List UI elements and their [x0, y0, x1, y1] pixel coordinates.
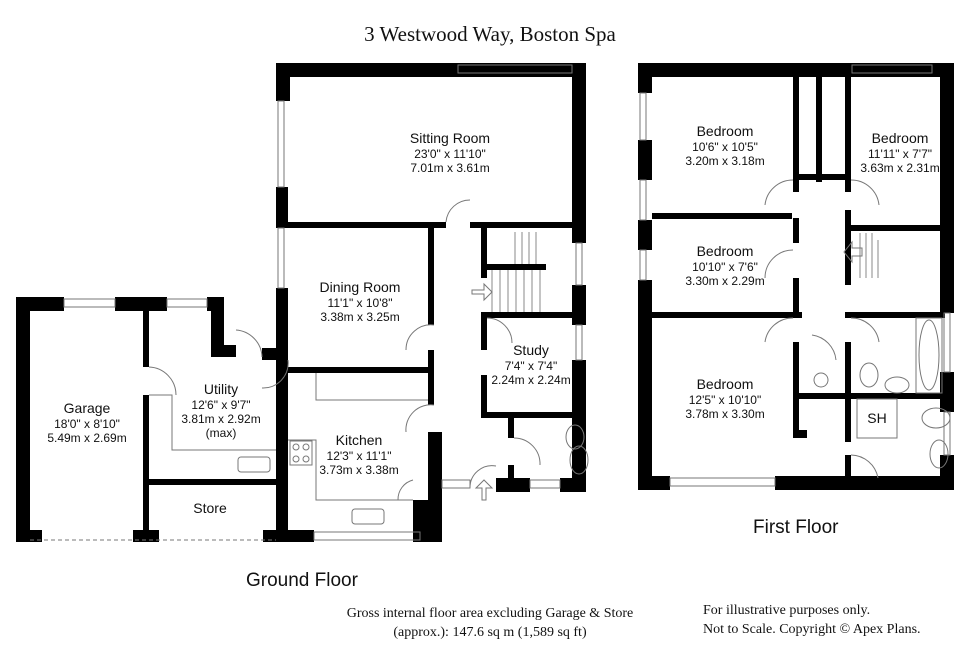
room-imperial: 10'6" x 10'5" — [692, 139, 758, 154]
room-name: Dining Room — [319, 279, 401, 295]
room-name: Bedroom — [696, 243, 754, 259]
room-metric: 3.81m x 2.92m — [181, 411, 261, 426]
room-dining-room: Dining Room 11'1" x 10'8" 3.38m x 3.25m — [290, 279, 430, 324]
room-metric: 5.49m x 2.69m — [47, 430, 127, 445]
room-imperial: 23'0" x 11'10" — [414, 146, 486, 161]
room-metric: 3.38m x 3.25m — [320, 309, 400, 324]
room-kitchen: Kitchen 12'3" x 11'1" 3.73m x 3.38m — [300, 432, 418, 477]
area-line-2: (approx.): 147.6 sq m (1,589 sq ft) — [393, 624, 587, 640]
room-name: Garage — [63, 400, 111, 416]
first-floor-walls — [638, 63, 954, 490]
room-name: Bedroom — [871, 130, 929, 146]
plan-title: 3 Westwood Way, Boston Spa — [364, 22, 616, 46]
disclaimer: For illustrative purposes only. Not to S… — [703, 602, 973, 640]
room-utility: Utility 12'6" x 9'7" 3.81m x 2.92m (max) — [166, 381, 276, 440]
room-name: Bedroom — [696, 376, 754, 392]
room-imperial: 18'0" x 8'10" — [54, 416, 120, 431]
room-imperial: 12'5" x 10'10" — [688, 392, 762, 407]
room-store: Store — [160, 500, 260, 517]
room-name: Study — [513, 342, 549, 358]
room-note: (max) — [205, 425, 237, 440]
room-imperial: 12'6" x 9'7" — [191, 397, 251, 412]
disclaimer-line-1: For illustrative purposes only. — [703, 603, 871, 618]
room-metric: 3.20m x 3.18m — [685, 153, 765, 168]
room-imperial: 11'1" x 10'8" — [327, 295, 393, 310]
room-bedroom-2: Bedroom 11'11" x 7'7" 3.63m x 2.31m — [852, 130, 948, 175]
first-floor-label: First Floor — [753, 517, 839, 538]
room-imperial: 12'3" x 11'1" — [326, 448, 392, 463]
area-line-1: Gross internal floor area excluding Gara… — [346, 606, 634, 621]
floor-area-note: Gross internal floor area excluding Gara… — [330, 605, 650, 643]
ground-floor-label: Ground Floor — [246, 570, 358, 591]
disclaimer-line-2: Not to Scale. Copyright © Apex Plans. — [703, 621, 921, 637]
room-name: Kitchen — [335, 432, 383, 448]
room-metric: 3.78m x 3.30m — [685, 406, 765, 421]
room-name: Sitting Room — [409, 130, 491, 146]
room-bedroom-4: Bedroom 12'5" x 10'10" 3.78m x 3.30m — [660, 376, 790, 421]
room-name: Store — [193, 500, 227, 516]
room-name: Bedroom — [696, 123, 754, 139]
room-garage: Garage 18'0" x 8'10" 5.49m x 2.69m — [32, 400, 142, 445]
room-metric: 3.73m x 3.38m — [319, 462, 399, 477]
room-imperial: 10'10" x 7'6" — [692, 259, 758, 274]
room-metric: 3.63m x 2.31m — [860, 160, 940, 175]
room-metric: 3.30m x 2.29m — [685, 273, 765, 288]
room-bedroom-1: Bedroom 10'6" x 10'5" 3.20m x 3.18m — [660, 123, 790, 168]
room-metric: 7.01m x 3.61m — [410, 160, 490, 175]
room-sitting-room: Sitting Room 23'0" x 11'10" 7.01m x 3.61… — [380, 130, 520, 175]
room-study: Study 7'4" x 7'4" 2.24m x 2.24m — [490, 342, 572, 387]
room-name: Utility — [203, 381, 239, 397]
room-name: SH — [867, 410, 887, 426]
fixtures-and-windows — [30, 64, 951, 541]
ground-floor-walls — [16, 63, 586, 542]
room-bedroom-3: Bedroom 10'10" x 7'6" 3.30m x 2.29m — [660, 243, 790, 288]
room-metric: 2.24m x 2.24m — [491, 372, 571, 387]
room-imperial: 11'11" x 7'7" — [867, 146, 933, 161]
room-imperial: 7'4" x 7'4" — [504, 358, 558, 373]
room-shower: SH — [857, 410, 897, 427]
